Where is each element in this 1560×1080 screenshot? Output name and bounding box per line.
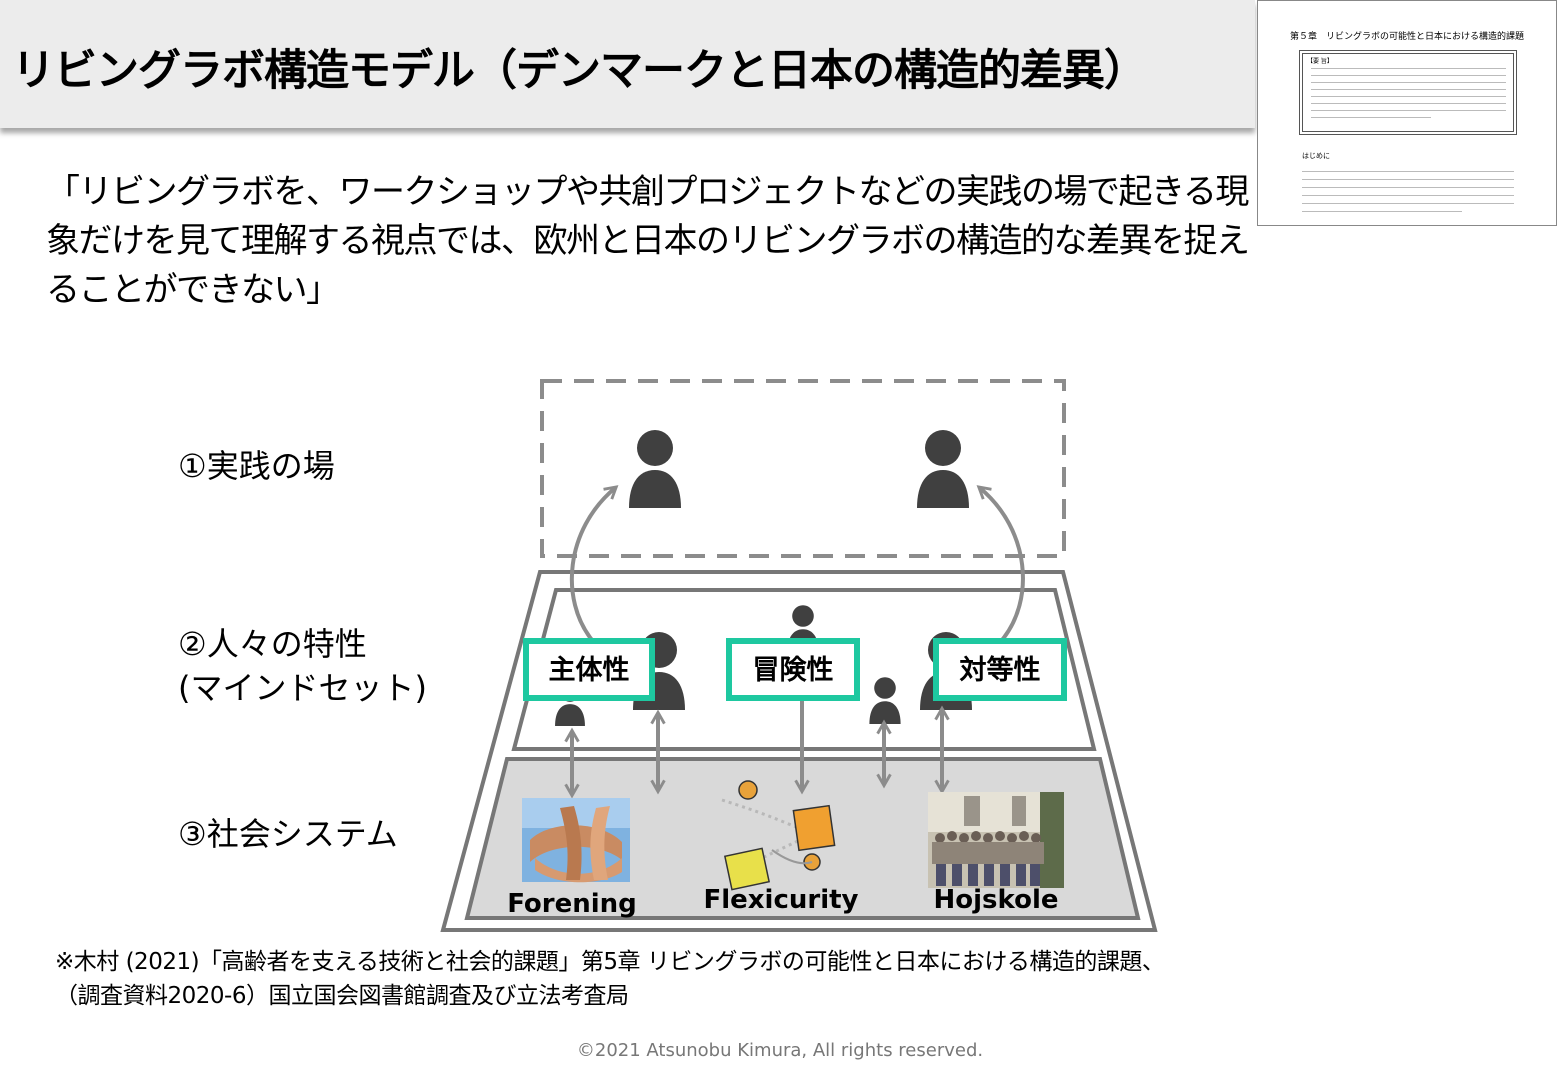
group-photo [928,792,1064,888]
trait-box-shutaisei: 主体性 [523,638,655,701]
layer-label-mindset-line1: ②人々の特性 [178,625,367,663]
layer-label-practice: ①実践の場 [178,447,335,485]
trait-label: 冒険性 [753,655,834,686]
curved-arrow-right [976,485,1025,642]
thumbnail-summary-box: 【要 旨】 [1299,50,1517,135]
person-icon [917,430,969,508]
reference-line-1: ※木村 (2021)「高齢者を支える技術と社会的課題」第5章 リビングラボの可能… [55,949,1165,975]
system-label-forening: Forening [507,889,637,919]
system-label-flexicurity: Flexicurity [703,885,858,915]
curved-arrow-left [569,485,619,642]
document-thumbnail: 第５章 リビングラボの可能性と日本における構造的課題 【要 旨】 はじめに [1257,0,1557,226]
layer-label-mindset: ②人々の特性 (マインドセット) [178,622,427,710]
system-label-hojskole: Hojskole [933,885,1058,915]
trait-label: 対等性 [960,654,1041,686]
reference-line-2: （調査資料2020-6）国立国会図書館調査及び立法考査局 [55,983,629,1009]
hands-photo [522,798,630,883]
reference-citation: ※木村 (2021)「高齢者を支える技術と社会的課題」第5章 リビングラボの可能… [55,945,1165,1013]
thumbnail-title: 第５章 リビングラボの可能性と日本における構造的課題 [1289,32,1524,42]
flexicurity-illustration [721,780,836,891]
trait-label: 主体性 [549,655,630,686]
thumbnail-heading: はじめに [1302,152,1330,160]
quote-text: 「リビングラボを、ワークショップや共創プロジェクトなどの実践の場で起きる現象だけ… [46,172,1250,310]
practice-field-box [540,379,1066,558]
trait-box-boukensei: 冒険性 [726,638,860,701]
layer-label-social: ③社会システム [178,815,398,853]
layer-label-mindset-line2: (マインドセット) [178,669,427,707]
copyright: ©2021 Atsunobu Kimura, All rights reserv… [576,1040,984,1061]
trait-box-toutousei: 対等性 [933,638,1067,701]
thumbnail-box-label: 【要 旨】 [1307,58,1333,65]
title-bar: リビングラボ構造モデル（デンマークと日本の構造的差異） [0,0,1255,128]
page-title: リビングラボ構造モデル（デンマークと日本の構造的差異） [12,46,1147,96]
person-icon [629,430,681,508]
